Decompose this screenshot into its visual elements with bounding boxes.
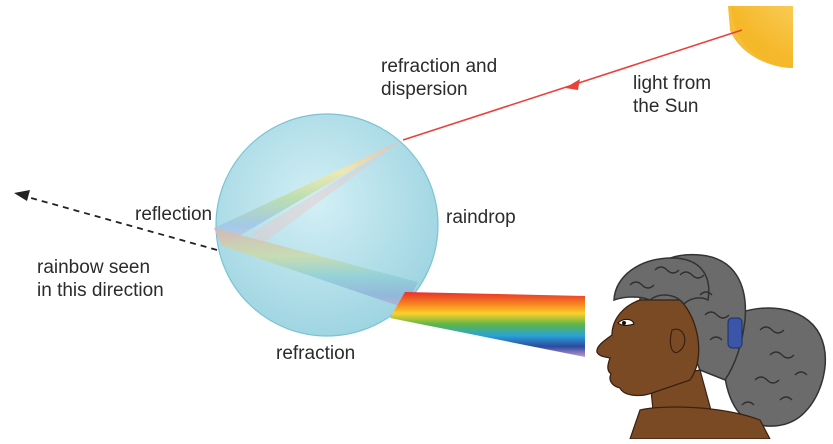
rainbow-beam bbox=[390, 292, 585, 357]
label-rainbow-seen: rainbow seen in this direction bbox=[37, 256, 164, 302]
label-light-from-sun: light from the Sun bbox=[633, 72, 711, 118]
label-refraction: refraction bbox=[276, 342, 355, 365]
label-rainbow-seen-line2: in this direction bbox=[37, 279, 164, 302]
label-light-from-sun-line1: light from bbox=[633, 72, 711, 95]
face bbox=[597, 300, 699, 395]
sun-mask-right bbox=[793, 0, 833, 80]
sunlight-arrowhead bbox=[565, 79, 580, 90]
sun-mask-top bbox=[720, 0, 800, 6]
label-raindrop: raindrop bbox=[446, 206, 516, 229]
label-light-from-sun-line2: the Sun bbox=[633, 95, 711, 118]
observer-figure bbox=[597, 255, 825, 439]
label-refraction-and-dispersion: refraction and dispersion bbox=[381, 55, 497, 101]
label-reflection: reflection bbox=[135, 203, 212, 226]
label-refraction-and-dispersion-line1: refraction and bbox=[381, 55, 497, 78]
dashed-arrowhead bbox=[14, 190, 30, 201]
pupil bbox=[622, 321, 626, 325]
hair-tie bbox=[728, 318, 742, 348]
label-rainbow-seen-line1: rainbow seen bbox=[37, 256, 164, 279]
label-refraction-and-dispersion-line2: dispersion bbox=[381, 78, 497, 101]
